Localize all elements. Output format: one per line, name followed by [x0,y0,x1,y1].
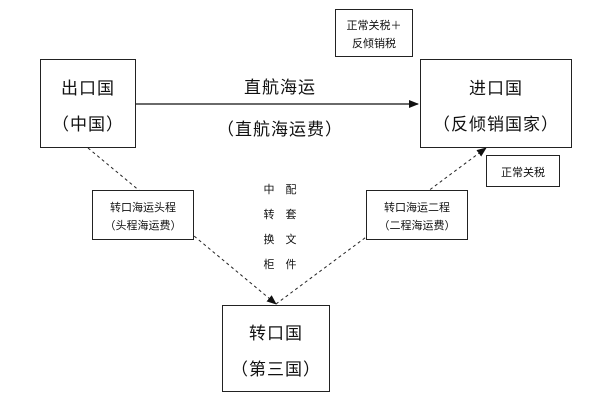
tariff-bottom-box: 正常关税 [486,155,560,187]
middle-document-label: 中 转 换 柜 配 套 文 件 [258,181,308,281]
tariff-top-line2: 反倾销税 [352,37,396,50]
export-country-sub: （中国） [52,115,124,135]
middle-left-char-1: 中 [263,183,275,196]
transit-country-name: 转口国 [249,324,303,344]
export-country-box: 出口国 （中国） [40,59,136,148]
direct-route-label: 直航海运 [244,78,316,98]
tariff-bottom-label: 正常关税 [501,166,545,179]
import-country-sub: （反倾销国家） [433,115,559,135]
middle-right-char-2: 套 [285,208,297,221]
import-country-box: 进口国 （反倾销国家） [420,59,572,148]
first-leg-box: 转口海运头程 （头程海运费） [92,190,194,240]
export-country-name: 出口国 [61,79,115,99]
middle-left-char-3: 换 [263,233,275,246]
tariff-top-box: 正常关税＋ 反倾销税 [335,9,413,57]
middle-left-char-4: 柜 [263,258,275,271]
second-leg-line [275,147,487,305]
second-leg-line2: （二程海运费） [378,219,456,232]
middle-right-char-1: 配 [285,183,297,196]
middle-left-char-2: 转 [263,208,275,221]
first-leg-line2: （头程海运费） [104,219,182,232]
second-leg-line1: 转口海运二程 [384,201,450,214]
tariff-top-line1: 正常关税＋ [346,19,402,32]
import-country-name: 进口国 [469,79,523,99]
second-leg-box: 转口海运二程 （二程海运费） [366,190,468,240]
middle-right-char-4: 件 [285,258,297,271]
middle-right-char-3: 文 [285,233,297,246]
direct-route-sub: （直航海运费） [217,120,343,140]
first-leg-line1: 转口海运头程 [110,201,176,214]
transit-country-sub: （第三国） [231,360,321,380]
transit-country-box: 转口国 （第三国） [222,305,330,392]
